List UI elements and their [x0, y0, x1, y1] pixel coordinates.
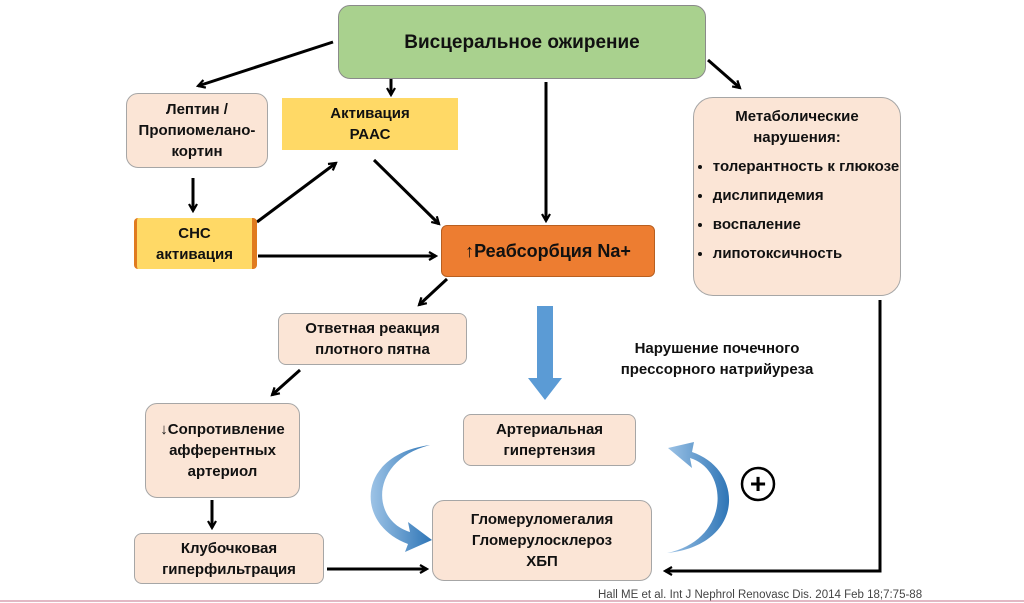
list-item: воспаление — [713, 214, 899, 235]
node-label: гипертензия — [503, 442, 596, 459]
node-label: активация — [156, 245, 233, 263]
node-afferent-resistance: ↓Сопротивление афферентных артериол — [145, 403, 300, 498]
node-label: Гломерулосклероз — [471, 532, 613, 549]
node-label: Клубочковая — [180, 539, 278, 557]
node-label: Висцеральное ожирение — [404, 31, 640, 53]
arrow — [665, 300, 882, 571]
node-label: ↓Сопротивление — [160, 421, 285, 438]
list-item: толерантность к глюкозе — [713, 156, 899, 177]
node-label: артериол — [187, 463, 258, 480]
arrow — [272, 368, 301, 395]
node-sns: СНС активация — [134, 218, 257, 269]
node-leptin: Лептин / Пропиомелано-кортин — [126, 93, 268, 168]
node-label: РААС — [349, 126, 391, 143]
node-label: прессорного натрийуреза — [620, 361, 814, 378]
node-hypertension: Артериальная гипертензия — [463, 414, 636, 466]
node-label: Активация — [330, 105, 410, 122]
citation: Hall ME et al. Int J Nephrol Renovasc Di… — [598, 589, 923, 601]
node-label: Пропиомелано- — [138, 122, 256, 139]
list-item: липотоксичность — [713, 243, 899, 264]
node-label: афферентных — [169, 442, 276, 459]
arrow — [419, 277, 449, 305]
node-label: нарушения: — [753, 129, 841, 146]
node-label: ХБП — [526, 553, 558, 570]
blue-down-arrow — [528, 306, 562, 400]
blue-curved-arrow-right — [667, 442, 730, 553]
node-label: Гломеруломегалия — [470, 511, 614, 528]
node-visceral-obesity: Висцеральное ожирение — [338, 5, 706, 79]
list-item: дислипидемия — [713, 185, 899, 206]
node-reabsorption: ↑Реабсорбция Na+ — [441, 225, 655, 277]
node-label: Нарушение почечного — [634, 340, 800, 357]
node-macula-densa: Ответная реакция плотного пятна — [278, 313, 467, 365]
plus-circle-icon — [740, 466, 776, 502]
node-label: плотного пятна — [315, 341, 430, 358]
metabolic-list: толерантность к глюкозе дислипидемия вос… — [695, 156, 899, 264]
node-label: Метаболические — [735, 108, 859, 125]
node-label: СНС — [178, 224, 211, 242]
node-label: гиперфильтрация — [162, 560, 296, 578]
arrow — [372, 158, 439, 224]
blue-curved-arrow-left — [370, 445, 432, 552]
node-hyperfiltration: Клубочковая гиперфильтрация — [134, 533, 324, 584]
node-label: кортин — [171, 143, 223, 160]
node-label: Ответная реакция — [305, 320, 440, 337]
natriuresis-label: Нарушение почечного прессорного натрийуре… — [592, 338, 842, 380]
plus-symbol: + — [750, 468, 766, 499]
node-metabolic: Метаболические нарушения: толерантность к… — [693, 97, 901, 296]
node-label: Лептин / — [166, 101, 228, 118]
arrow — [707, 58, 740, 88]
node-label: Артериальная — [495, 421, 604, 438]
node-label: ↑Реабсорбция Na+ — [465, 240, 631, 261]
arrow — [198, 40, 334, 86]
arrow — [256, 163, 336, 224]
